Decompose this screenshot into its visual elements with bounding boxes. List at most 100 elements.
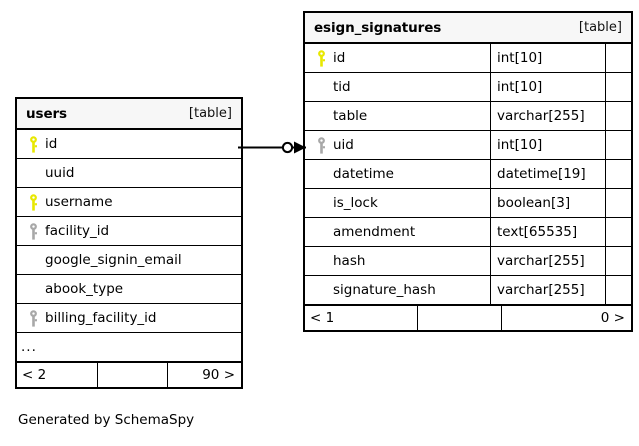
footer-middle-cell [97, 363, 167, 387]
table-title: users [26, 105, 67, 122]
table-row[interactable]: id int[10] [305, 44, 631, 73]
primary-key-icon [23, 188, 43, 216]
column-name: hash [333, 253, 366, 269]
column-name-cell: signature_hash [305, 276, 490, 304]
column-extra-cell [605, 160, 631, 188]
column-list-esign-signatures: id int[10] tid int[10] table varchar[255… [305, 44, 631, 330]
column-name: table [333, 108, 368, 124]
column-name: google_signin_email [45, 252, 182, 268]
column-type: int[10] [490, 44, 605, 72]
table-row[interactable]: facility_id [17, 217, 241, 246]
table-row[interactable]: google_signin_email [17, 246, 241, 275]
column-name-cell: is_lock [305, 189, 490, 217]
column-name-cell: amendment [305, 218, 490, 246]
column-name-cell: billing_facility_id [17, 304, 241, 332]
no-key-icon [311, 218, 331, 246]
column-name: datetime [333, 166, 394, 182]
column-name: tid [333, 79, 351, 95]
column-list-users: id uuid [17, 130, 241, 387]
table-row[interactable]: uuid [17, 159, 241, 188]
relationship-connector [238, 141, 306, 154]
footer-left-count[interactable]: < 1 [310, 310, 335, 326]
column-extra-cell [605, 102, 631, 130]
column-extra-cell [605, 44, 631, 72]
column-name-cell: hash [305, 247, 490, 275]
table-kind-label: [table] [188, 106, 232, 121]
table-kind-label: [table] [578, 20, 622, 35]
column-name-cell: id [305, 44, 490, 72]
table-row[interactable]: datetime datetime[19] [305, 160, 631, 189]
table-header-esign-signatures: esign_signatures [table] [305, 13, 631, 44]
column-name: is_lock [333, 195, 378, 211]
foreign-key-icon [311, 131, 331, 159]
column-name: username [45, 194, 113, 210]
column-name-cell: table [305, 102, 490, 130]
column-type: boolean[3] [490, 189, 605, 217]
table-row[interactable]: table varchar[255] [305, 102, 631, 131]
column-type: text[65535] [490, 218, 605, 246]
no-key-icon [23, 246, 43, 274]
table-row[interactable]: billing_facility_id [17, 304, 241, 333]
table-row[interactable]: id [17, 130, 241, 159]
column-name: id [333, 50, 346, 66]
no-key-icon [311, 189, 331, 217]
column-extra-cell [605, 131, 631, 159]
column-name: signature_hash [333, 282, 436, 298]
column-name-cell: tid [305, 73, 490, 101]
column-name: uid [333, 137, 354, 153]
no-key-icon [311, 102, 331, 130]
diagram-caption: Generated by SchemaSpy [18, 412, 195, 428]
table-footer-esign-signatures: < 1 0 > [305, 305, 631, 330]
column-name-cell: uuid [17, 159, 241, 187]
column-extra-cell [605, 276, 631, 304]
column-extra-cell [605, 189, 631, 217]
footer-right-count[interactable]: 0 > [501, 306, 631, 330]
column-name-cell: id [17, 130, 241, 158]
column-name: id [45, 136, 58, 152]
table-row[interactable]: amendment text[65535] [305, 218, 631, 247]
column-name-cell: datetime [305, 160, 490, 188]
table-footer-users: < 2 90 > [17, 362, 241, 387]
column-type: varchar[255] [490, 247, 605, 275]
table-entity-users[interactable]: users [table] id [15, 97, 243, 389]
table-row[interactable]: is_lock boolean[3] [305, 189, 631, 218]
column-type: datetime[19] [490, 160, 605, 188]
column-name: amendment [333, 224, 416, 240]
no-key-icon [311, 73, 331, 101]
primary-key-icon [23, 130, 43, 158]
table-row[interactable]: abook_type [17, 275, 241, 304]
table-row[interactable]: tid int[10] [305, 73, 631, 102]
footer-right-count[interactable]: 90 > [167, 363, 241, 387]
table-row[interactable]: hash varchar[255] [305, 247, 631, 276]
footer-left-count[interactable]: < 2 [22, 367, 47, 383]
table-header-users: users [table] [17, 99, 241, 130]
column-type: int[10] [490, 131, 605, 159]
table-row[interactable]: signature_hash varchar[255] [305, 276, 631, 305]
footer-middle-cell [417, 306, 501, 330]
foreign-key-icon [23, 217, 43, 245]
table-entity-esign-signatures[interactable]: esign_signatures [table] id int [303, 11, 633, 332]
no-key-icon [311, 276, 331, 304]
column-type: int[10] [490, 73, 605, 101]
column-type: varchar[255] [490, 102, 605, 130]
column-type: varchar[255] [490, 276, 605, 304]
table-row[interactable]: username [17, 188, 241, 217]
column-name: billing_facility_id [45, 310, 157, 326]
no-key-icon [311, 160, 331, 188]
table-title: esign_signatures [314, 19, 442, 36]
no-key-icon [23, 275, 43, 303]
column-name-cell: uid [305, 131, 490, 159]
table-row[interactable]: uid int[10] [305, 131, 631, 160]
more-columns-indicator: ... [17, 333, 241, 362]
column-extra-cell [605, 247, 631, 275]
column-name-cell: google_signin_email [17, 246, 241, 274]
no-key-icon [311, 247, 331, 275]
column-name: facility_id [45, 223, 110, 239]
column-extra-cell [605, 73, 631, 101]
column-name-cell: abook_type [17, 275, 241, 303]
column-name-cell: facility_id [17, 217, 241, 245]
no-key-icon [23, 159, 43, 187]
column-extra-cell [605, 218, 631, 246]
column-name: abook_type [45, 281, 124, 297]
